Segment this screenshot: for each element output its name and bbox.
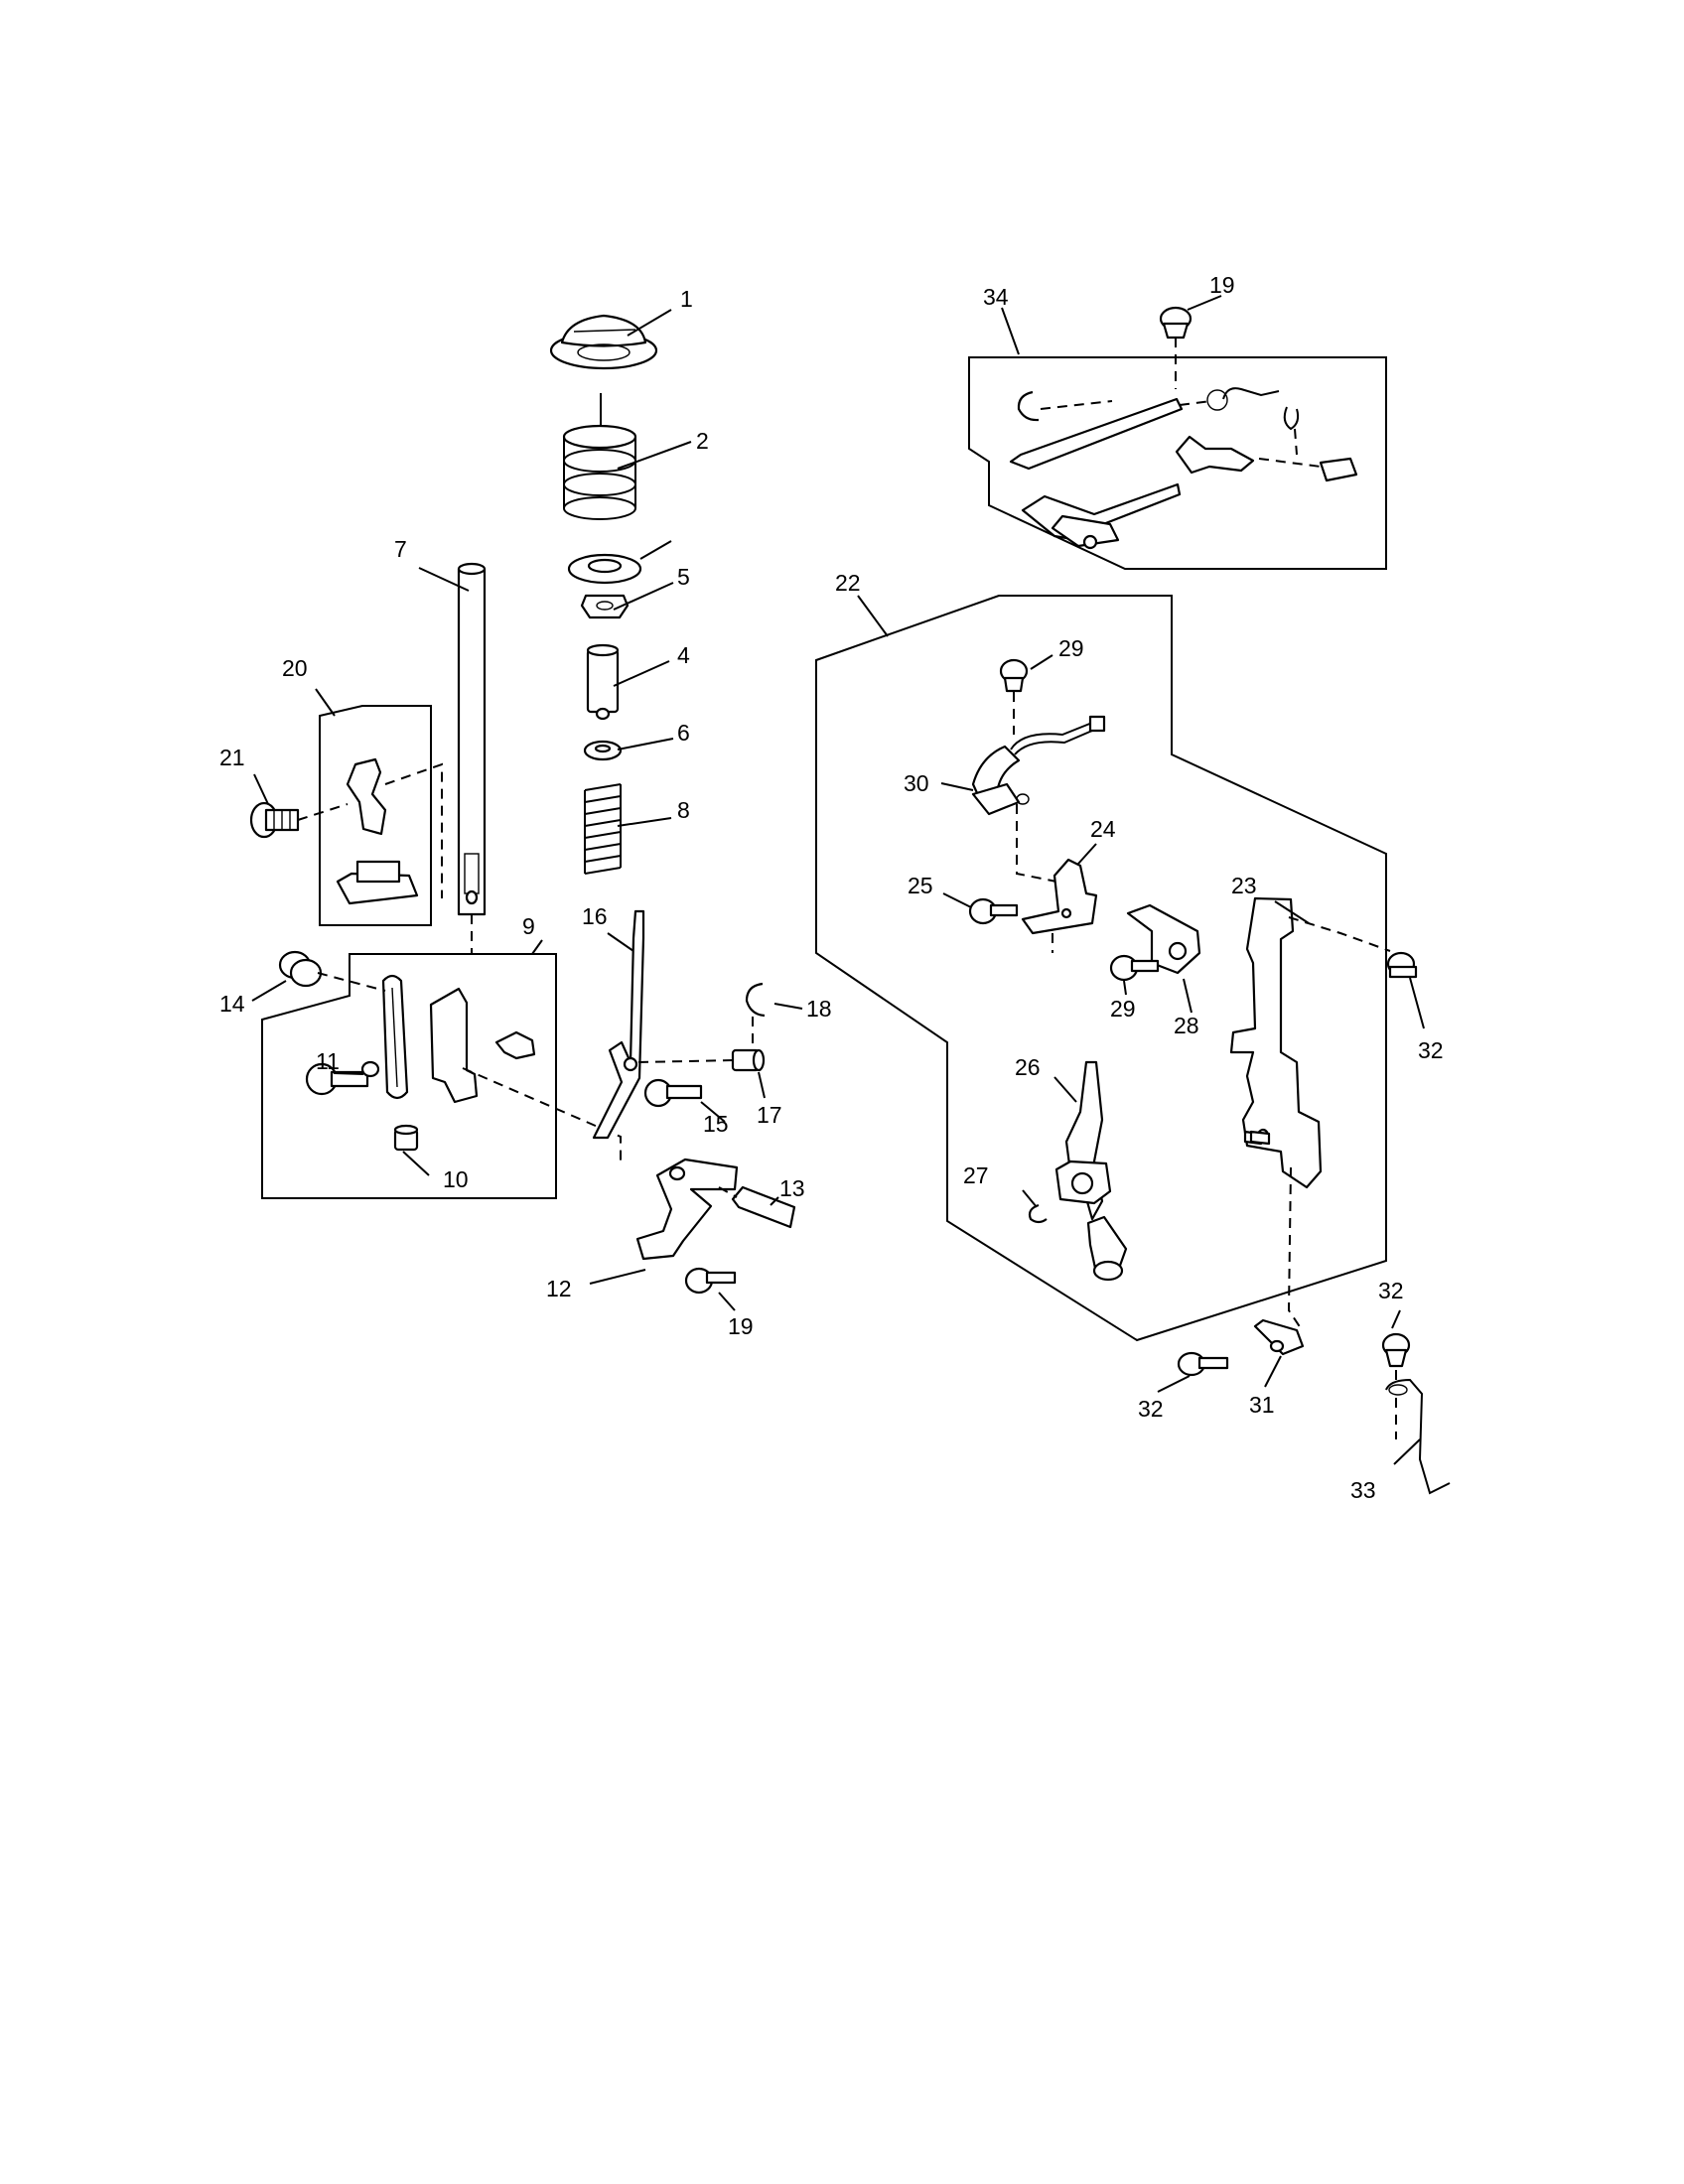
part-32-screw-right bbox=[1386, 951, 1418, 979]
group-20-box bbox=[319, 705, 432, 926]
callout-12: 12 bbox=[546, 1276, 572, 1301]
group-22-box bbox=[815, 595, 1387, 1342]
part-10-pin bbox=[393, 1124, 419, 1152]
part-29-screw-lower bbox=[1109, 954, 1160, 982]
callout-labels: 1 2 5 4 6 8 7 20 21 9 16 14 11 10 18 15 … bbox=[219, 272, 1444, 1503]
part-17-pin bbox=[731, 1048, 766, 1072]
callout-34: 34 bbox=[983, 284, 1009, 310]
part-31-bracket bbox=[1253, 1318, 1305, 1356]
part-5-nut bbox=[580, 594, 630, 619]
callout-23: 23 bbox=[1231, 873, 1257, 898]
callout-8: 8 bbox=[677, 797, 690, 823]
part-18-clip bbox=[745, 982, 766, 1018]
callout-6: 6 bbox=[677, 720, 690, 746]
callout-15: 15 bbox=[703, 1111, 729, 1137]
part-2-spring bbox=[562, 424, 637, 520]
part-26-lever bbox=[1054, 1060, 1128, 1282]
part-33-spring-wire bbox=[1385, 1378, 1451, 1495]
callout-20: 20 bbox=[282, 655, 308, 681]
callout-28: 28 bbox=[1174, 1013, 1199, 1038]
part-8-spring bbox=[584, 783, 622, 875]
leader-lines bbox=[251, 295, 1425, 1465]
callout-7: 7 bbox=[394, 536, 407, 562]
callout-9: 9 bbox=[522, 913, 535, 939]
callout-11: 11 bbox=[316, 1048, 340, 1074]
part-11-screw bbox=[305, 1060, 380, 1096]
part-1-dial bbox=[549, 314, 658, 370]
part-23-plate bbox=[1229, 896, 1323, 1189]
part-6-washer bbox=[583, 740, 623, 761]
callout-24: 24 bbox=[1090, 816, 1116, 842]
callout-19-upper: 19 bbox=[1209, 272, 1235, 298]
part-21-thumb-screw bbox=[249, 801, 300, 839]
part-12-lever bbox=[635, 1158, 739, 1261]
callout-4: 4 bbox=[677, 642, 690, 668]
part-25-screw bbox=[968, 897, 1019, 925]
callout-1: 1 bbox=[680, 286, 693, 312]
part-19-screw-lower bbox=[684, 1267, 737, 1295]
callout-29-upper: 29 bbox=[1058, 635, 1084, 661]
callout-22: 22 bbox=[835, 570, 861, 596]
callout-27: 27 bbox=[963, 1162, 989, 1188]
callout-10: 10 bbox=[443, 1166, 469, 1192]
callout-2: 2 bbox=[696, 428, 709, 454]
part-19-screw-upper bbox=[1159, 306, 1193, 340]
part-15-screw bbox=[643, 1078, 703, 1108]
part-16-lever bbox=[592, 909, 645, 1140]
callout-30: 30 bbox=[904, 770, 929, 796]
callout-32-right: 32 bbox=[1418, 1037, 1444, 1063]
callout-33: 33 bbox=[1350, 1477, 1376, 1503]
callout-26: 26 bbox=[1015, 1054, 1041, 1080]
callout-32-lower-left: 32 bbox=[1138, 1396, 1164, 1422]
part-32-screw-lower-left bbox=[1177, 1351, 1229, 1377]
callout-25: 25 bbox=[908, 873, 933, 898]
part-washer bbox=[567, 553, 642, 585]
callout-13: 13 bbox=[779, 1175, 805, 1201]
callout-5: 5 bbox=[677, 564, 690, 590]
callout-19-lower: 19 bbox=[728, 1313, 754, 1339]
part-14-collar bbox=[278, 950, 323, 988]
callout-14: 14 bbox=[219, 991, 245, 1017]
part-28-bracket bbox=[1126, 903, 1201, 975]
part-32-screw-lower-right bbox=[1381, 1332, 1411, 1368]
callout-16: 16 bbox=[582, 903, 608, 929]
part-13-pin bbox=[731, 1185, 796, 1229]
group-9-box bbox=[261, 953, 557, 1199]
group-34-box bbox=[968, 356, 1387, 570]
callout-17: 17 bbox=[757, 1102, 782, 1128]
part-4-tube bbox=[586, 643, 620, 721]
callout-18: 18 bbox=[806, 996, 832, 1022]
callout-21: 21 bbox=[219, 745, 245, 770]
callout-29-lower: 29 bbox=[1110, 996, 1136, 1022]
part-7-shaft bbox=[457, 562, 487, 916]
callout-31: 31 bbox=[1249, 1392, 1275, 1418]
part-27-clip bbox=[1028, 1203, 1048, 1224]
part-24-bracket bbox=[1021, 858, 1098, 935]
part-30-sensor bbox=[971, 715, 1106, 816]
part-29-screw-upper bbox=[999, 658, 1029, 693]
callout-32-lower-right: 32 bbox=[1378, 1278, 1404, 1303]
